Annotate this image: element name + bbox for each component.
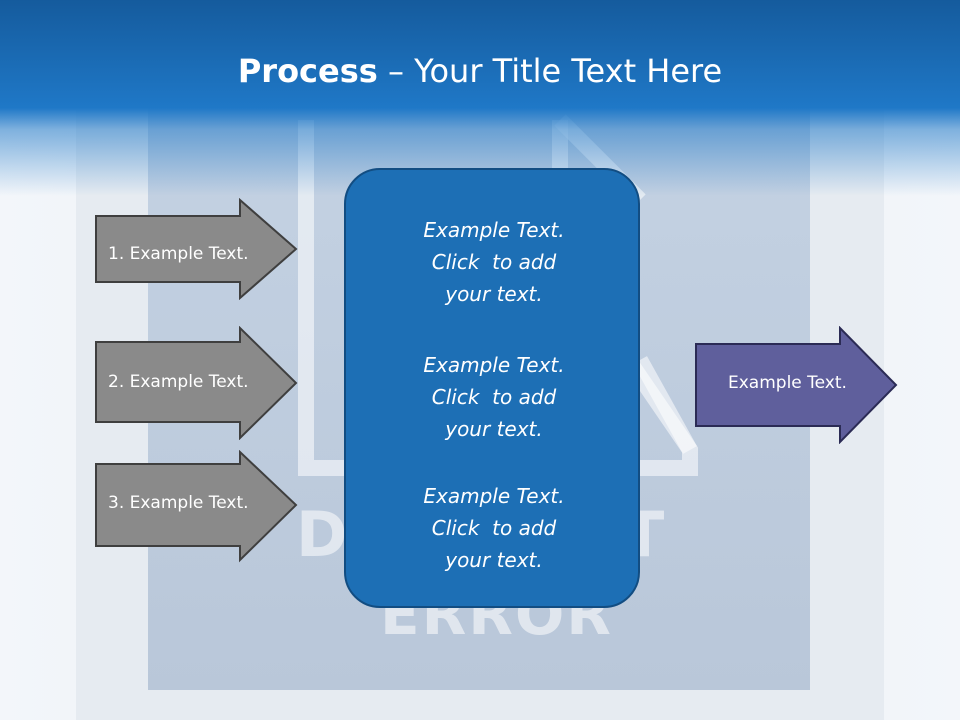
center-line: Example Text. [423,218,565,242]
background-word-left: D [296,498,350,571]
center-line: Example Text. [423,353,565,377]
input-arrow-label: 3. Example Text. [108,493,249,513]
title-rest: – Your Title Text Here [377,52,723,90]
center-line: Click to add [431,385,557,409]
input-arrow-2[interactable]: 2. Example Text. [94,326,300,440]
output-arrow[interactable]: Example Text. [694,326,900,444]
input-arrow-label: 1. Example Text. [108,244,249,264]
center-line: your text. [445,282,543,306]
center-line: Example Text. [423,484,565,508]
center-process-box[interactable]: Example Text. Click to add your text. Ex… [344,168,640,608]
input-arrow-1[interactable]: 1. Example Text. [94,198,300,300]
header-band [0,0,960,196]
input-arrow-label: 2. Example Text. [108,372,249,392]
output-arrow-label: Example Text. [728,373,847,393]
center-text-block-1[interactable]: Example Text. Click to add your text. [346,214,642,310]
arrow-shape [95,326,298,440]
center-text-block-3[interactable]: Example Text. Click to add your text. [346,480,642,576]
arrow-shape [695,326,898,444]
center-line: your text. [445,548,543,572]
center-text-block-2[interactable]: Example Text. Click to add your text. [346,349,642,445]
arrow-shape [95,198,298,300]
center-line: Click to add [431,250,557,274]
slide-title[interactable]: Process – Your Title Text Here [0,52,960,90]
center-line: Click to add [431,516,557,540]
center-line: your text. [445,417,543,441]
title-bold: Process [237,52,378,90]
input-arrow-3[interactable]: 3. Example Text. [94,450,300,564]
arrow-shape [95,450,298,563]
